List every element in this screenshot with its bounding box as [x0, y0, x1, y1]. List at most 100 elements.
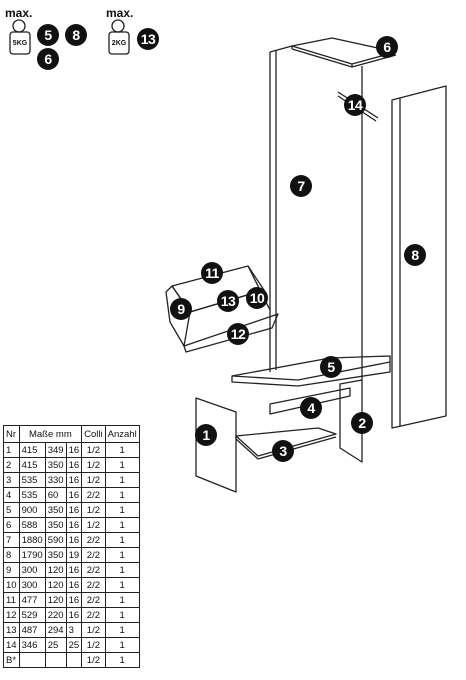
table-cell: 1 [104, 517, 140, 533]
callout-6: 6 [376, 36, 398, 58]
table-cell: 4 [3, 487, 20, 503]
weight-part-badge: 13 [137, 28, 159, 50]
table-cell: 2/2 [81, 547, 106, 563]
table-cell: 1/2 [81, 622, 106, 638]
table-cell: 487 [18, 622, 46, 638]
weight-label: 5KG [12, 40, 28, 47]
callout-12: 12 [227, 323, 249, 345]
table-cell: 1 [104, 487, 140, 503]
part-1-side [195, 397, 237, 493]
table-cell: 330 [44, 472, 67, 488]
callout-2: 2 [351, 412, 373, 434]
table-cell: 1880 [18, 532, 46, 548]
table-cell: 1 [104, 607, 140, 623]
table-cell: 16 [65, 532, 83, 548]
table-cell: 8 [3, 547, 20, 563]
table-cell: 2/2 [81, 577, 106, 593]
table-cell: 900 [18, 502, 46, 518]
callout-4: 4 [300, 397, 322, 419]
table-cell: 1/2 [81, 472, 106, 488]
table-cell: 590 [44, 532, 67, 548]
table-cell: 415 [18, 457, 46, 473]
table-cell: 1/2 [81, 502, 106, 518]
table-cell: 16 [65, 502, 83, 518]
table-cell: 9 [3, 562, 20, 578]
table-cell: 1 [104, 577, 140, 593]
weight-icon [108, 19, 130, 55]
table-cell: 16 [65, 472, 83, 488]
weight-part-badge: 6 [37, 48, 59, 70]
callout-9: 9 [170, 298, 192, 320]
table-cell: 3 [3, 472, 20, 488]
table-cell: 14 [3, 637, 20, 653]
callout-13: 13 [217, 290, 239, 312]
part-8-side-panel [391, 85, 447, 429]
table-cell: 529 [18, 607, 46, 623]
table-cell: 2 [3, 457, 20, 473]
table-cell: 300 [18, 577, 46, 593]
table-cell: 1 [104, 442, 140, 458]
table-cell: 1 [3, 442, 20, 458]
table-cell: 12 [3, 607, 20, 623]
table-cell: 350 [44, 457, 67, 473]
table-cell: 349 [44, 442, 67, 458]
table-cell: 16 [65, 517, 83, 533]
table-cell: 60 [44, 487, 67, 503]
table-cell: 16 [65, 487, 83, 503]
header-nr: Nr [3, 425, 20, 443]
table-cell: 588 [18, 517, 46, 533]
callout-10: 10 [246, 287, 268, 309]
table-cell [44, 652, 67, 668]
table-cell: 477 [18, 592, 46, 608]
table-cell: 10 [3, 577, 20, 593]
table-cell: 1/2 [81, 517, 106, 533]
callout-3: 3 [272, 440, 294, 462]
table-cell: 13 [3, 622, 20, 638]
table-cell: 1 [104, 457, 140, 473]
table-cell: 535 [18, 487, 46, 503]
table-cell: 2/2 [81, 532, 106, 548]
table-cell: 1 [104, 472, 140, 488]
part-9-box-side [165, 285, 191, 347]
table-cell: 346 [18, 637, 46, 653]
table-cell: 1 [104, 502, 140, 518]
part-2-side [339, 379, 363, 463]
header-colli: Colli [81, 425, 106, 443]
table-cell: 16 [65, 592, 83, 608]
table-header-row: Nr Maße mm Colli Anzahl [3, 425, 140, 443]
table-cell: 6 [3, 517, 20, 533]
table-cell: 2/2 [81, 607, 106, 623]
table-cell: 1/2 [81, 457, 106, 473]
part-12-box-front [183, 313, 279, 353]
table-cell: 19 [65, 547, 83, 563]
table-cell: 16 [65, 607, 83, 623]
table-cell: 1 [104, 652, 140, 668]
weight-part-badge: 5 [37, 24, 59, 46]
callout-1: 1 [195, 424, 217, 446]
weight-icon [9, 19, 31, 55]
table-cell: 7 [3, 532, 20, 548]
max-label: max. [5, 6, 33, 20]
callout-7: 7 [290, 175, 312, 197]
table-cell: 300 [18, 562, 46, 578]
table-cell: 1/2 [81, 442, 106, 458]
table-cell: 415 [18, 442, 46, 458]
part-4-drawer [269, 387, 351, 415]
table-cell: 1/2 [81, 652, 106, 668]
table-cell: 1 [104, 622, 140, 638]
table-cell: 350 [44, 517, 67, 533]
header-anzahl: Anzahl [104, 425, 140, 443]
table-cell: 120 [44, 592, 67, 608]
